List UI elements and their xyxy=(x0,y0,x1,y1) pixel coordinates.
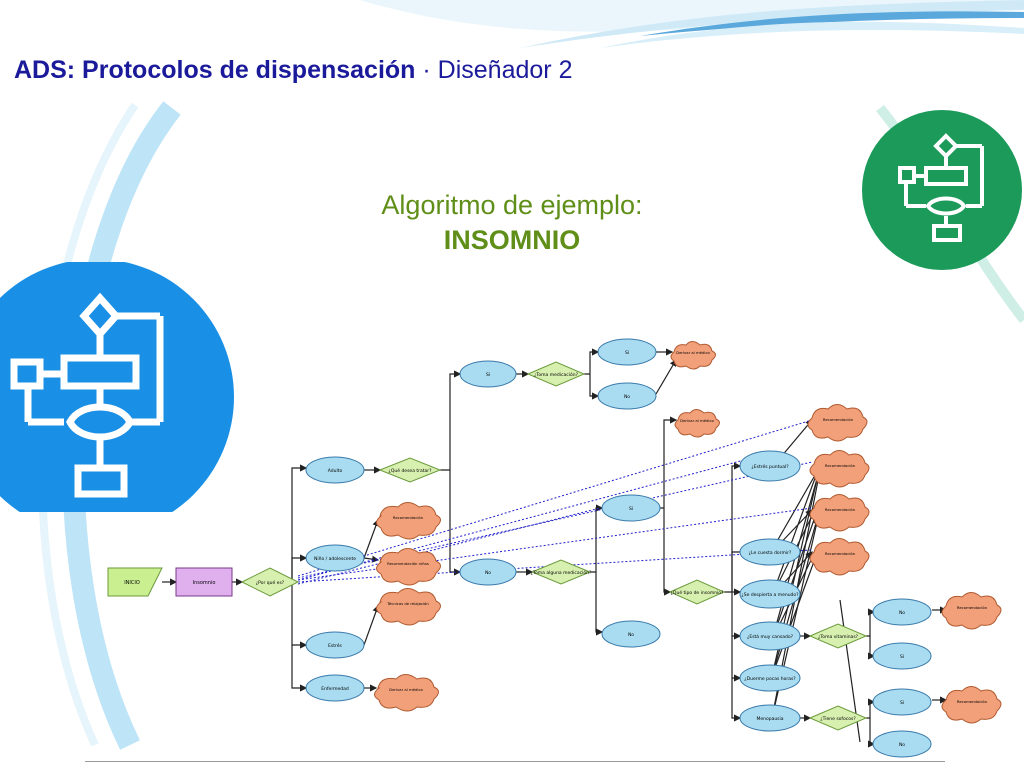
decision-tipo-label: ¿Qué tipo de insomnio? xyxy=(671,589,725,596)
decision-r4[interactable] xyxy=(808,623,868,649)
ellipse-no2[interactable] xyxy=(872,730,932,758)
cloud-r3-label: Recomendación xyxy=(825,507,856,512)
decision-medicacion-label: ¿Toma medicación? xyxy=(534,371,579,378)
ellipse-no1[interactable] xyxy=(872,598,932,626)
cloud-fin1[interactable] xyxy=(941,592,1002,630)
ellipse-adulto[interactable] xyxy=(305,456,365,484)
cloud-r2-label: Recomendación xyxy=(825,463,856,468)
ellipse-nino[interactable] xyxy=(305,544,365,572)
flowchart-icon-blue xyxy=(0,262,234,512)
cloud-estres[interactable] xyxy=(376,588,441,626)
ellipse-r1-label: ¿Estrés puntual? xyxy=(751,463,789,470)
cloud-nino1-label: Recomendación xyxy=(393,515,424,520)
cloud-nino2-label: Recomendación niños xyxy=(387,561,429,566)
diagram-heading: Algoritmo de ejemplo: INSOMNIO xyxy=(0,188,1024,258)
ellipse-si1-label: Sí xyxy=(900,653,905,660)
footer-rule xyxy=(85,761,945,762)
heading-line-2: INSOMNIO xyxy=(443,225,581,256)
decision-r6-label: ¿Tiene sofocos? xyxy=(820,716,856,722)
cloud-fin2-label: Recomendación xyxy=(957,699,988,704)
heading-line-1: Algoritmo de ejemplo: xyxy=(381,190,643,220)
ellipse-mid-no[interactable] xyxy=(459,558,517,586)
ellipse-si2-label: Sí xyxy=(900,699,905,706)
decision-adulto-label: ¿Qué desea tratar? xyxy=(388,467,432,474)
ellipse-r6[interactable] xyxy=(739,704,801,732)
cloud-r1[interactable] xyxy=(807,404,868,442)
cloud-nino1[interactable] xyxy=(376,502,441,540)
ellipse-no-top2[interactable] xyxy=(597,382,657,410)
cloud-top2-label: Derivar al médico xyxy=(680,418,714,423)
decision-tipo[interactable] xyxy=(668,579,726,605)
ellipse-si-top[interactable] xyxy=(459,360,517,388)
ellipse-r5[interactable] xyxy=(739,664,801,692)
insomnio-node[interactable]: Insomnio xyxy=(175,567,233,597)
decision-medicacion[interactable] xyxy=(526,361,586,387)
ellipse-bottom-no[interactable] xyxy=(601,620,661,648)
page-title: ADS: Protocolos de dispensación · Diseña… xyxy=(14,56,572,85)
cloud-r1-label: Recomendación xyxy=(823,417,854,422)
cloud-fin1-label: Recomendación xyxy=(957,605,988,610)
cloud-estres-label: Técnicas de relajación xyxy=(386,601,429,606)
ellipse-bottom-no-label: No xyxy=(628,632,634,638)
ellipse-enfermedad-label: Enfermedad xyxy=(321,686,349,692)
title-main: ADS: Protocolos de dispensación xyxy=(14,56,416,84)
decision-r6[interactable] xyxy=(808,705,868,731)
start-label: INICIO xyxy=(124,580,140,586)
ellipse-r3[interactable] xyxy=(739,579,801,609)
ellipse-si-top2-label: Sí xyxy=(625,349,630,356)
decision-mid[interactable] xyxy=(530,559,592,585)
ellipse-si-top-label: Sí xyxy=(486,371,491,378)
flowchart-icon-green xyxy=(862,110,1022,270)
ellipse-adulto-label: Adulto xyxy=(328,468,343,474)
start-node[interactable]: INICIO xyxy=(107,567,163,597)
ellipse-r1[interactable] xyxy=(739,450,801,482)
decision-adulto[interactable] xyxy=(378,457,442,483)
ellipse-r2-label: ¿Le cuesta dormir? xyxy=(749,550,792,556)
insomnio-label: Insomnio xyxy=(193,580,216,586)
ellipse-si1[interactable] xyxy=(872,642,932,670)
decision-r4-label: ¿Toma vitaminas? xyxy=(818,634,859,640)
ellipse-r2[interactable] xyxy=(739,538,801,566)
ellipse-r6-label: Menopausia xyxy=(756,716,783,722)
cloud-r4[interactable] xyxy=(809,538,870,576)
ellipse-no1-label: No xyxy=(899,610,905,616)
ellipse-estres-label: Estrés xyxy=(328,642,342,649)
title-suffix: · Diseñador 2 xyxy=(415,56,573,84)
ellipse-estres[interactable] xyxy=(305,631,365,659)
decision-porque[interactable] xyxy=(240,567,300,597)
ellipse-r4[interactable] xyxy=(739,621,801,651)
ellipse-no-top2-label: No xyxy=(624,394,630,400)
ellipse-mid-no-label: No xyxy=(485,570,491,576)
cloud-r4-label: Recomendación xyxy=(825,551,856,556)
decision-porque-label: ¿Por qué es? xyxy=(256,579,285,586)
ellipse-nino-label: Niño / adolescente xyxy=(314,556,356,562)
ellipse-r5-label: ¿Duerme pocas horas? xyxy=(744,676,796,682)
ellipse-r4-label: ¿Está muy cansado? xyxy=(747,633,794,640)
cloud-top2[interactable] xyxy=(674,409,720,438)
ellipse-si2[interactable] xyxy=(872,688,932,716)
cloud-r2[interactable] xyxy=(809,450,870,488)
cloud-top[interactable] xyxy=(670,341,716,370)
cloud-enfermedad-label: Derivar al médico xyxy=(389,687,423,692)
decision-mid-label: ¿Toma alguna medicación? xyxy=(531,569,592,576)
ellipse-si-top2[interactable] xyxy=(597,338,657,366)
cloud-enfermedad[interactable] xyxy=(374,674,439,712)
cloud-fin2[interactable] xyxy=(941,686,1002,724)
ellipse-enfermedad[interactable] xyxy=(305,674,365,702)
cloud-nino2[interactable] xyxy=(376,548,441,586)
ellipse-mid-si[interactable] xyxy=(601,494,661,522)
ellipse-r3-label: ¿Se despierta a menudo? xyxy=(741,592,799,598)
cloud-top-label: Derivar al médico xyxy=(676,350,710,355)
ellipse-no2-label: No xyxy=(899,742,905,748)
cloud-r3[interactable] xyxy=(809,494,870,532)
ellipse-mid-si-label: Sí xyxy=(629,505,634,512)
